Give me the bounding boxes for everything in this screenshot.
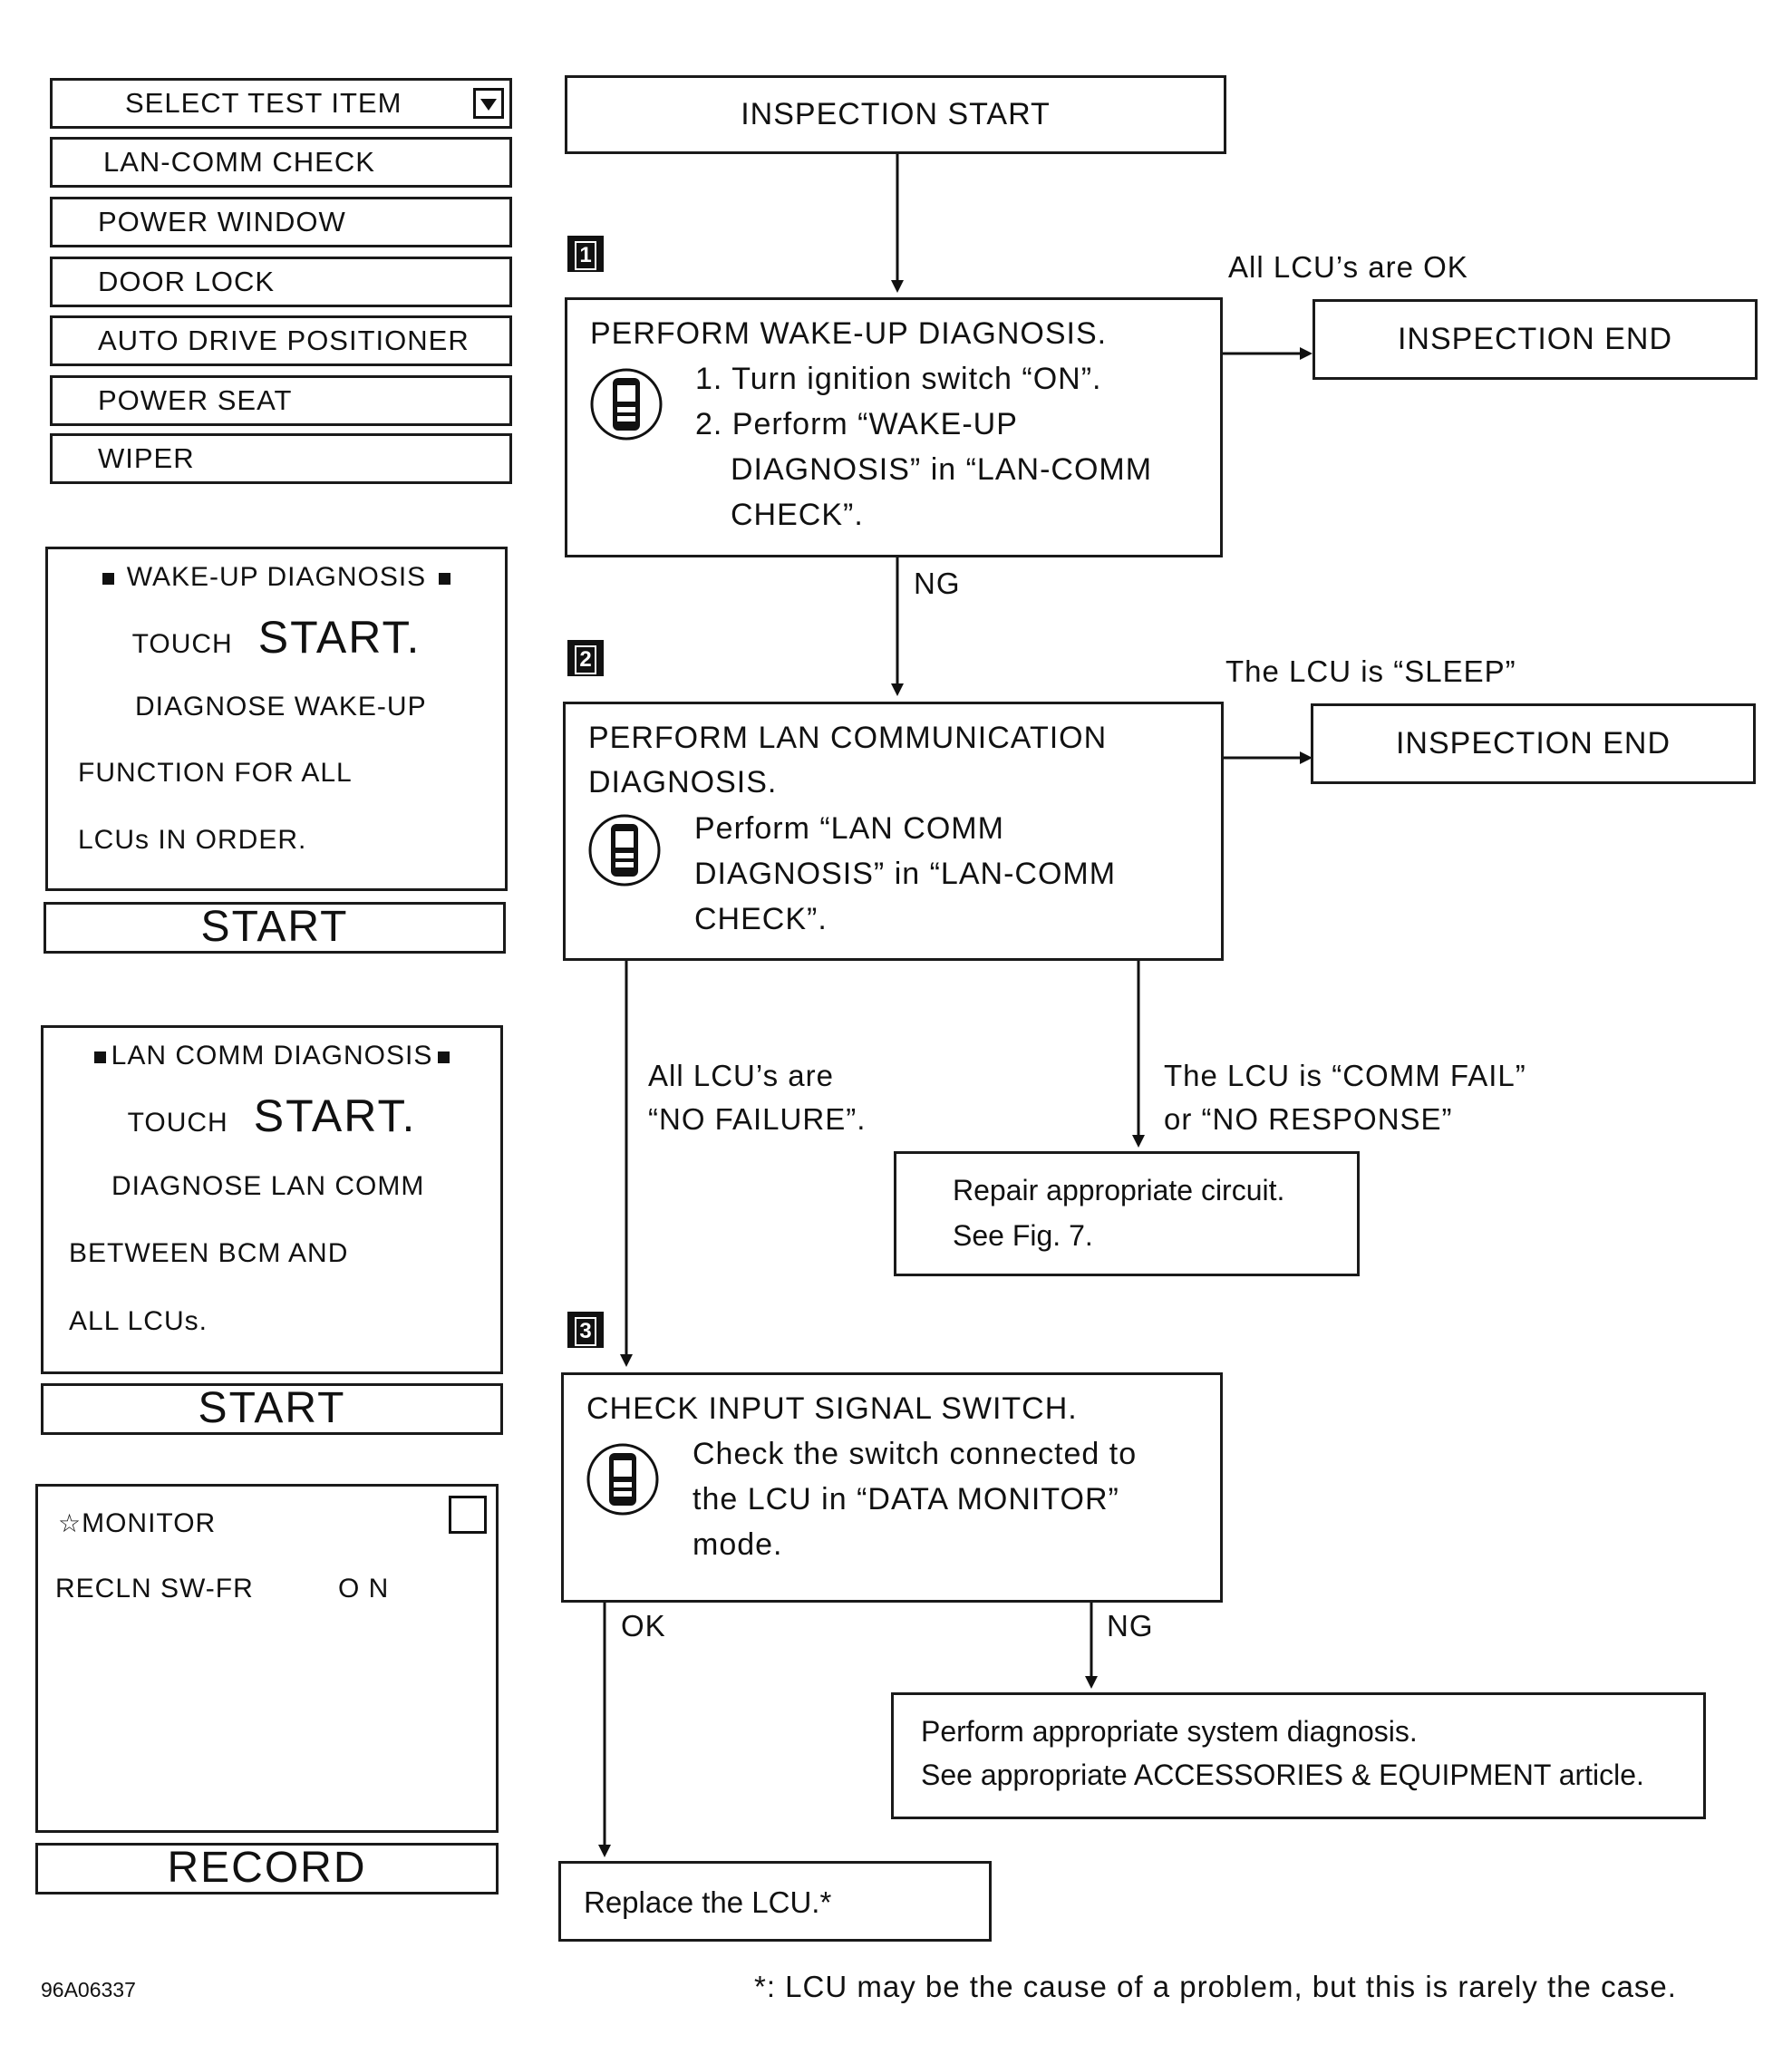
- system-diagnosis-box: Perform appropriate system diagnosis. Se…: [891, 1692, 1706, 1819]
- monitor-item-value: O N: [338, 1574, 390, 1604]
- monitor-screen: ☆MONITOR RECLN SW-FR O N: [35, 1484, 499, 1833]
- star-icon: ☆: [58, 1509, 82, 1537]
- step2-title-line-2: DIAGNOSIS.: [588, 765, 778, 799]
- step-number-1-text: 1: [575, 241, 596, 270]
- menu-item-label: LAN-COMM CHECK: [103, 146, 375, 178]
- step3-line-2: the LCU in “DATA MONITOR”: [693, 1482, 1119, 1517]
- menu-item-label: POWER WINDOW: [98, 206, 346, 237]
- consult-tester-icon: [584, 1440, 662, 1523]
- step-number-1: 1: [567, 236, 604, 272]
- consult-tester-icon: [587, 365, 665, 448]
- monitor-record-checkbox[interactable]: [449, 1496, 487, 1534]
- wake-up-touch: TOUCH: [131, 629, 233, 659]
- step2-line-1: Perform “LAN COMM: [694, 811, 1004, 846]
- lcu-sleep-label: The LCU is “SLEEP”: [1225, 654, 1516, 688]
- menu-item-lan-comm-check[interactable]: LAN-COMM CHECK: [50, 137, 512, 188]
- menu-item-auto-drive-positioner[interactable]: AUTO DRIVE POSITIONER: [50, 315, 512, 366]
- wake-up-line-3: LCUs IN ORDER.: [78, 825, 307, 855]
- inspection-start-label: INSPECTION START: [741, 97, 1051, 131]
- square-bullet-icon: [439, 572, 451, 585]
- no-failure-label-line-1: All LCU’s are: [648, 1059, 834, 1092]
- lan-comm-line-2: BETWEEN BCM AND: [69, 1238, 349, 1268]
- step-number-2-text: 2: [575, 645, 596, 674]
- inspection-end-box-1: INSPECTION END: [1313, 299, 1758, 380]
- select-test-item-header[interactable]: SELECT TEST ITEM: [50, 78, 512, 129]
- select-test-item-label: SELECT TEST ITEM: [125, 87, 402, 119]
- system-diag-line-2: See appropriate ACCESSORIES & EQUIPMENT …: [921, 1759, 1644, 1791]
- lan-comm-title: LAN COMM DIAGNOSIS: [111, 1041, 433, 1071]
- inspection-end-label-1: INSPECTION END: [1397, 322, 1673, 356]
- footnote: *: LCU may be the cause of a problem, bu…: [754, 1970, 1677, 2003]
- consult-tester-icon: [586, 811, 664, 894]
- step-number-3-text: 3: [575, 1317, 596, 1346]
- square-bullet-icon: [93, 1051, 106, 1063]
- menu-item-label: POWER SEAT: [98, 384, 293, 416]
- repair-line-1: Repair appropriate circuit.: [953, 1174, 1285, 1206]
- step3-line-3: mode.: [693, 1527, 783, 1562]
- all-lcus-ok-label: All LCU’s are OK: [1228, 250, 1468, 284]
- square-bullet-icon: [102, 572, 114, 585]
- step3-ok-label: OK: [621, 1609, 666, 1642]
- step1-line-1: 1. Turn ignition switch “ON”.: [695, 362, 1102, 396]
- replace-lcu-label: Replace the LCU.*: [584, 1885, 832, 1919]
- lan-comm-touch: TOUCH: [127, 1108, 228, 1138]
- menu-item-power-seat[interactable]: POWER SEAT: [50, 375, 512, 426]
- menu-item-door-lock[interactable]: DOOR LOCK: [50, 257, 512, 307]
- step2-box: PERFORM LAN COMMUNICATION DIAGNOSIS. Per…: [563, 702, 1224, 961]
- monitor-item-name: RECLN SW-FR: [55, 1574, 254, 1604]
- inspection-start-box: INSPECTION START: [565, 75, 1226, 154]
- repair-line-2: See Fig. 7.: [953, 1219, 1093, 1252]
- menu-item-wiper[interactable]: WIPER: [50, 433, 512, 484]
- wake-up-line-2: FUNCTION FOR ALL: [78, 758, 353, 788]
- dropdown-arrow-icon[interactable]: [473, 88, 504, 119]
- step1-line-2: 2. Perform “WAKE-UP: [695, 407, 1018, 441]
- step-number-2: 2: [567, 640, 604, 676]
- step2-title-line-1: PERFORM LAN COMMUNICATION: [588, 721, 1108, 755]
- replace-lcu-box: Replace the LCU.*: [558, 1861, 992, 1942]
- square-bullet-icon: [438, 1051, 450, 1063]
- system-diag-line-1: Perform appropriate system diagnosis.: [921, 1715, 1418, 1748]
- inspection-end-box-2: INSPECTION END: [1311, 703, 1756, 784]
- menu-item-label: AUTO DRIVE POSITIONER: [98, 325, 470, 356]
- wake-up-diagnosis-screen: WAKE-UP DIAGNOSIS TOUCH START. DIAGNOSE W…: [45, 547, 508, 891]
- lan-comm-start-button[interactable]: START: [41, 1383, 503, 1435]
- inspection-end-label-2: INSPECTION END: [1395, 726, 1671, 761]
- comm-fail-label-line-1: The LCU is “COMM FAIL”: [1164, 1059, 1526, 1092]
- menu-item-label: WIPER: [98, 442, 195, 474]
- menu-item-label: DOOR LOCK: [98, 266, 276, 297]
- repair-circuit-box: Repair appropriate circuit. See Fig. 7.: [894, 1151, 1360, 1276]
- step2-line-3: CHECK”.: [694, 902, 828, 936]
- step3-ng-label: NG: [1107, 1609, 1154, 1642]
- record-button[interactable]: RECORD: [35, 1843, 499, 1894]
- step3-line-1: Check the switch connected to: [693, 1437, 1138, 1471]
- lan-comm-line-1: DIAGNOSE LAN COMM: [111, 1171, 425, 1201]
- menu-item-power-window[interactable]: POWER WINDOW: [50, 197, 512, 247]
- step3-title: CHECK INPUT SIGNAL SWITCH.: [586, 1391, 1078, 1426]
- comm-fail-label-line-2: or “NO RESPONSE”: [1164, 1102, 1453, 1136]
- lan-comm-start-word: START.: [253, 1090, 417, 1141]
- step2-line-2: DIAGNOSIS” in “LAN-COMM: [694, 857, 1117, 891]
- wake-up-start-button[interactable]: START: [44, 902, 506, 954]
- step1-ng-label: NG: [914, 567, 961, 600]
- step-number-3: 3: [567, 1312, 604, 1348]
- lan-comm-line-3: ALL LCUs.: [69, 1306, 208, 1336]
- figure-id: 96A06337: [41, 1978, 136, 2001]
- step1-line-3: DIAGNOSIS” in “LAN-COMM: [731, 452, 1153, 487]
- step1-box: PERFORM WAKE-UP DIAGNOSIS. 1. Turn ignit…: [565, 297, 1223, 557]
- lan-comm-diagnosis-screen: LAN COMM DIAGNOSIS TOUCH START. DIAGNOSE …: [41, 1025, 503, 1374]
- no-failure-label-line-2: “NO FAILURE”.: [648, 1102, 867, 1136]
- step1-title: PERFORM WAKE-UP DIAGNOSIS.: [590, 316, 1108, 351]
- step3-box: CHECK INPUT SIGNAL SWITCH. Check the swi…: [561, 1372, 1223, 1603]
- wake-up-title: WAKE-UP DIAGNOSIS: [126, 562, 427, 592]
- step1-line-4: CHECK”.: [731, 498, 864, 532]
- monitor-title: MONITOR: [82, 1508, 217, 1538]
- wake-up-line-1: DIAGNOSE WAKE-UP: [135, 692, 427, 722]
- wake-up-start-word: START.: [257, 612, 421, 663]
